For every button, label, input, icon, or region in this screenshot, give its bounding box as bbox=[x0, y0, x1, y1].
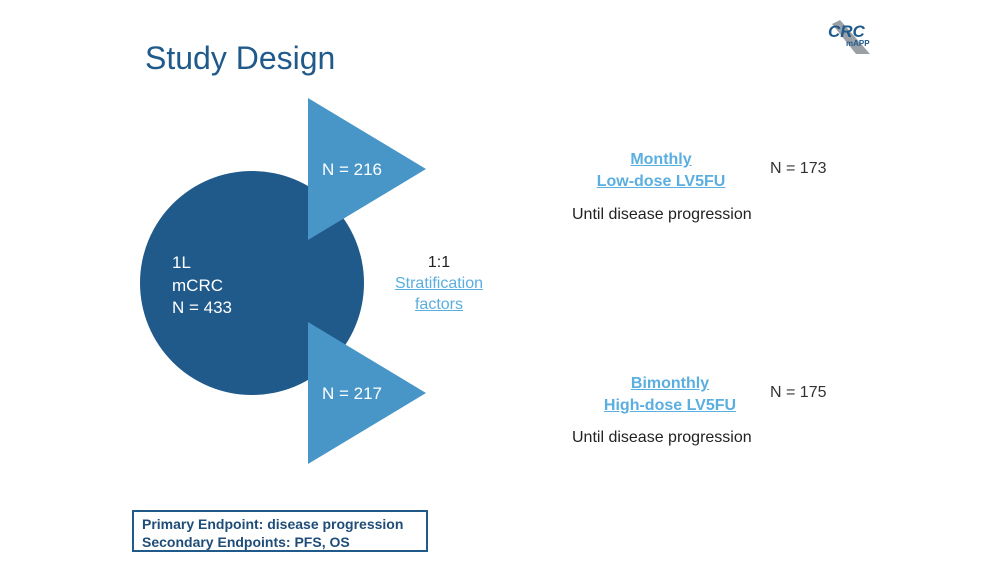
endpoints-box: Primary Endpoint: disease progression Se… bbox=[132, 510, 428, 552]
population-line-treatment: 1L bbox=[172, 253, 191, 272]
randomization-ratio: 1:1 bbox=[427, 254, 451, 271]
arm-2-duration: Until disease progression bbox=[572, 429, 752, 446]
page-title: Study Design bbox=[145, 40, 336, 76]
arm-1-n: N = 173 bbox=[770, 160, 827, 177]
secondary-endpoints: Secondary Endpoints: PFS, OS bbox=[142, 534, 350, 550]
arm-2-triangle bbox=[308, 322, 426, 464]
arm-1-triangle bbox=[308, 98, 426, 240]
primary-endpoint: Primary Endpoint: disease progression bbox=[142, 516, 404, 532]
arm-1-title: Monthly Low-dose LV5FU bbox=[580, 149, 742, 193]
arm-2-title: Bimonthly High-dose LV5FU bbox=[587, 373, 753, 417]
arm-1-duration: Until disease progression bbox=[572, 206, 752, 223]
randomization-block: 1:1 Stratification factors bbox=[380, 252, 498, 315]
arm-1-title-line1: Monthly bbox=[630, 151, 692, 168]
arm-1-title-line2: Low-dose LV5FU bbox=[596, 173, 726, 190]
population-line-disease: mCRC bbox=[172, 276, 223, 295]
logo-main-text: CRC bbox=[828, 22, 866, 41]
population-line-n: N = 433 bbox=[172, 298, 232, 317]
stratification-factors-link[interactable]: Stratification factors bbox=[394, 275, 484, 313]
arm-1-triangle-n: N = 216 bbox=[322, 160, 382, 179]
logo-sub-text: mAPP bbox=[846, 39, 870, 48]
arm-2-n: N = 175 bbox=[770, 384, 827, 401]
arm-2-title-line1: Bimonthly bbox=[630, 375, 710, 392]
arm-2-title-line2: High-dose LV5FU bbox=[603, 397, 737, 414]
arm-2-triangle-n: N = 217 bbox=[322, 384, 382, 403]
crc-mapp-logo: CRC mAPP bbox=[828, 20, 870, 54]
